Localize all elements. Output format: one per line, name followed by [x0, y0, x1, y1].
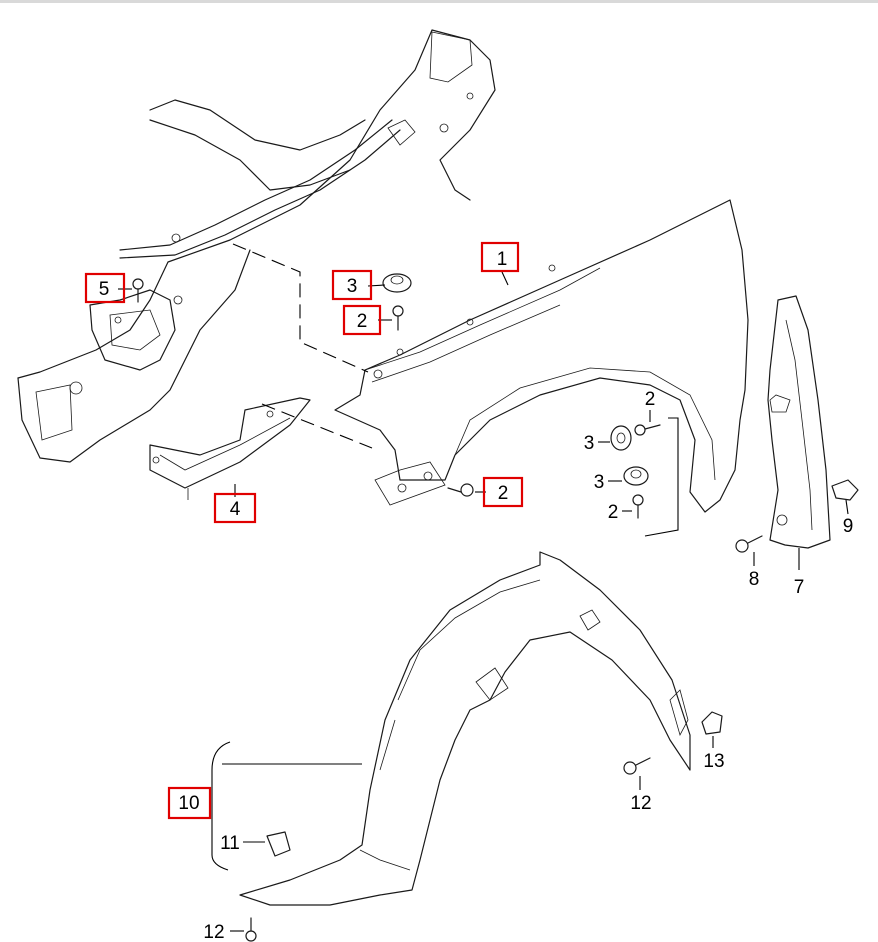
- top-border: [0, 0, 878, 3]
- highlight-box-5: [84, 272, 126, 304]
- callout-1: 1: [497, 249, 508, 270]
- callout-2-top: 2: [357, 311, 368, 332]
- callout-7: 7: [794, 577, 805, 598]
- callout-labels: 1 3 2 5 4 2 2 3 3 2 7 8 9 10 11 12 13 12: [99, 249, 854, 942]
- highlight-boxes: [84, 241, 524, 820]
- leader-lines: [118, 243, 849, 932]
- callout-5: 5: [99, 279, 110, 300]
- callout-11: 11: [220, 833, 240, 854]
- callout-2-mid: 2: [498, 483, 509, 504]
- callout-3-top: 3: [347, 276, 358, 297]
- callout-10: 10: [178, 793, 199, 814]
- part-7-seal: [767, 295, 831, 549]
- callout-2-upper-right: 2: [645, 389, 656, 410]
- part-4-bracket: [149, 397, 311, 500]
- highlight-box-2-top: [342, 304, 382, 336]
- fastener-parts: [132, 273, 859, 942]
- highlight-box-1: [480, 241, 520, 273]
- highlight-box-3-top: [331, 269, 373, 301]
- callout-9: 9: [843, 516, 854, 537]
- highlight-box-2-mid: [482, 476, 524, 508]
- highlight-box-4: [213, 492, 257, 524]
- callout-13: 13: [703, 751, 724, 772]
- part-1-fender: [334, 199, 749, 513]
- body-structure: [17, 29, 496, 463]
- callout-3-mid: 3: [584, 433, 595, 454]
- callout-12-right: 12: [630, 793, 651, 814]
- highlight-box-10: [167, 786, 212, 820]
- callout-8: 8: [749, 569, 760, 590]
- callout-3-lower: 3: [594, 472, 605, 493]
- callout-12-bottom: 12: [203, 922, 224, 942]
- part-10-wheel-liner: [239, 551, 691, 906]
- callout-4: 4: [230, 499, 241, 520]
- callout-2-lower: 2: [608, 502, 619, 523]
